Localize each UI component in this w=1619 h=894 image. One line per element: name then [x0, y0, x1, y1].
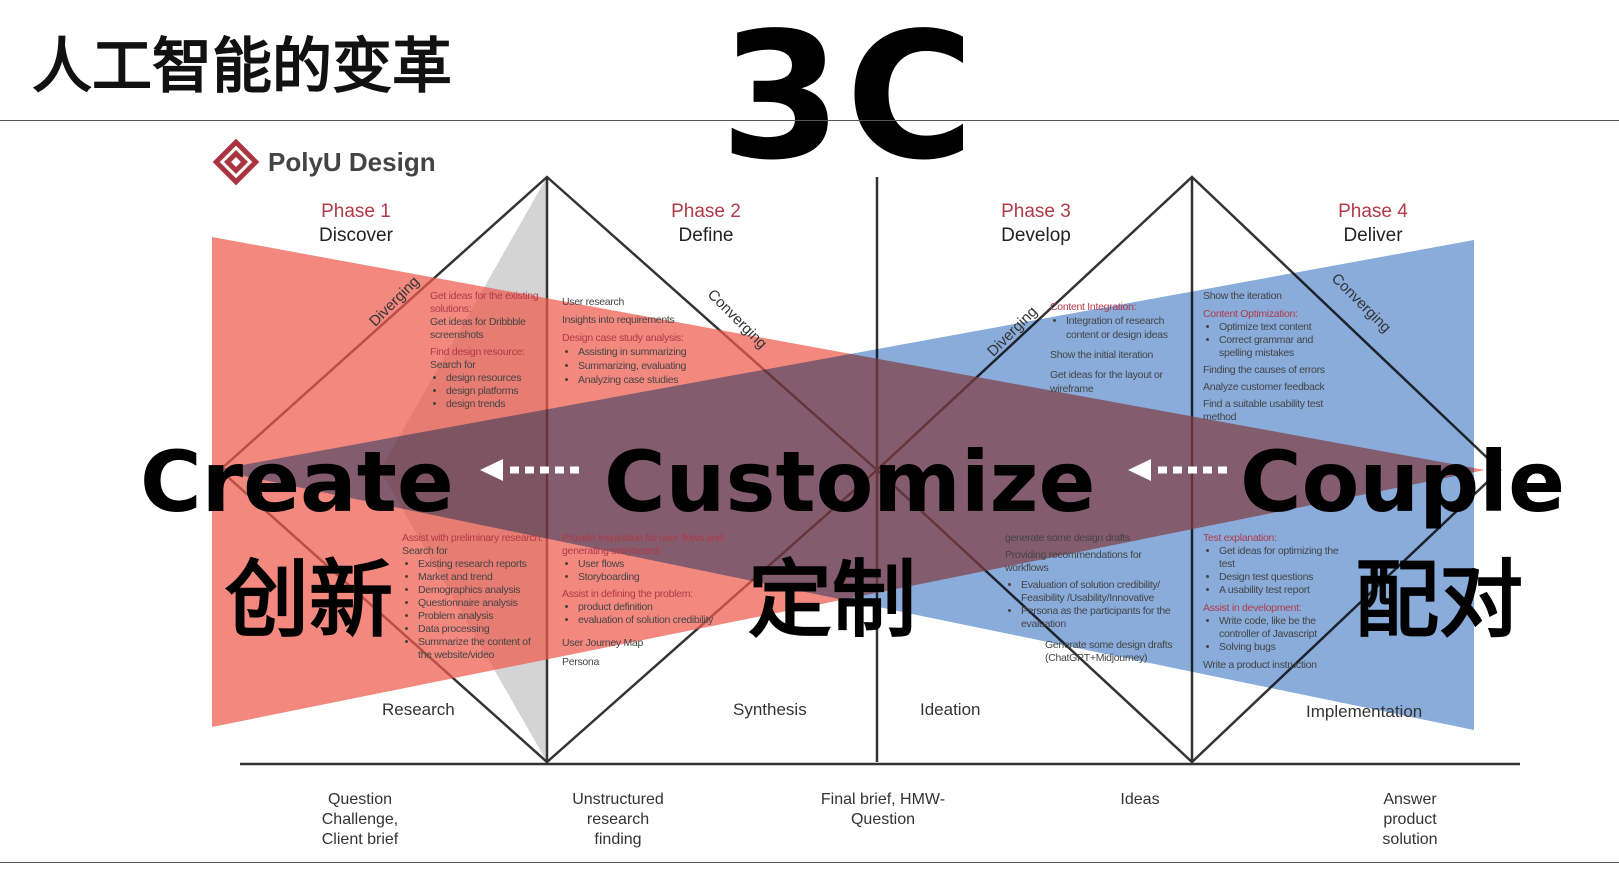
- note-item: Summarize the content of the website/vid…: [418, 636, 543, 662]
- headline-3c: 3C: [720, 0, 979, 199]
- phase-num: Phase 1: [321, 201, 391, 222]
- top-divider: [0, 120, 1619, 121]
- note-item: Get ideas for optimizing the test: [1219, 545, 1351, 571]
- note-item: design platforms: [446, 385, 542, 398]
- note-item: Assisting in summarizing: [578, 345, 707, 359]
- note-heading: Test explanation:: [1203, 532, 1277, 544]
- note-item: Persona as the participants for the eval…: [1021, 605, 1185, 631]
- note-item: Analyzing case studies: [578, 373, 707, 387]
- note-heading: Assist in development:: [1203, 602, 1302, 614]
- note: Search for: [402, 545, 448, 557]
- note-item: design trends: [446, 398, 542, 411]
- output-3: Final brief, HMW-Question: [820, 791, 946, 828]
- stage-research: Research: [382, 700, 455, 719]
- arrow-couple-to-customize: [1128, 459, 1230, 481]
- note-item: Existing research reports: [418, 558, 543, 571]
- phase-2: Phase 2 Define: [646, 200, 766, 248]
- note-item: User flows: [578, 558, 732, 571]
- note-item: Market and trend: [418, 571, 543, 584]
- word-customize: Customize: [604, 433, 1096, 531]
- word-couple: Couple: [1240, 433, 1566, 531]
- note: Search for: [430, 359, 476, 371]
- word-create-cn: 创新: [225, 551, 394, 649]
- output-2: Unstructured research finding: [572, 791, 664, 848]
- phase-4: Phase 4 Deliver: [1313, 200, 1433, 248]
- note-item: evaluation of solution credibility: [578, 614, 732, 627]
- phase-name: Discover: [319, 225, 393, 246]
- phase-num: Phase 2: [671, 201, 741, 222]
- note-item: Data processing: [418, 623, 543, 636]
- note-item: Storyboarding: [578, 571, 732, 584]
- note-item: Integration of research content or desig…: [1066, 314, 1185, 342]
- note-item: Problem analysis: [418, 610, 543, 623]
- note-item: Summarizing, evaluating: [578, 359, 707, 373]
- col1-notes-b: Assist with preliminary research: Search…: [402, 532, 543, 662]
- note-heading: Find design resource:: [430, 346, 525, 358]
- phase-3: Phase 3 Develop: [976, 200, 1096, 248]
- word-create: Create: [140, 433, 454, 531]
- note: Write a product instruction: [1203, 659, 1317, 671]
- note: Get ideas for the layout or wireframe: [1050, 369, 1163, 395]
- note-item: Write code, like be the controller of Ja…: [1219, 615, 1351, 641]
- note-item: A usability test report: [1219, 584, 1351, 597]
- note-item: Correct grammar and spelling mistakes: [1219, 334, 1333, 360]
- phase-num: Phase 3: [1001, 201, 1071, 222]
- note: Providing recommendations for workflows: [1005, 549, 1142, 574]
- stage-implementation: Implementation: [1306, 702, 1423, 721]
- note-heading: Assist with preliminary research:: [402, 532, 543, 544]
- word-couple-cn: 配对: [1355, 551, 1524, 649]
- blue-triangle: [215, 240, 1474, 730]
- note-heading: Assist in defining the problem:: [562, 588, 693, 600]
- slide-title: 人工智能的变革: [32, 32, 452, 102]
- col2-notes: User research Insights into requirements…: [562, 295, 707, 387]
- phase-num: Phase 4: [1338, 201, 1408, 222]
- note-item: Solving bugs: [1219, 641, 1351, 654]
- note-item: Optimize text content: [1219, 321, 1333, 334]
- note: Get ideas for Dribbble screenshots: [430, 316, 526, 341]
- col3-notes: Content Integration: Integration of rese…: [1050, 300, 1185, 396]
- note: Persona: [562, 656, 600, 668]
- note: Insights into requirements: [562, 314, 675, 326]
- col1-notes: Get ideas for the existing solutions: Ge…: [430, 290, 542, 411]
- note: generate some design drafts: [1005, 532, 1130, 544]
- col4-notes: Show the iteration Content Optimization:…: [1203, 290, 1333, 424]
- col2-notes-b: Provide inspiration for user flows and g…: [562, 532, 732, 669]
- note-item: product definition: [578, 601, 732, 614]
- note-item: Evaluation of solution credibility/ Feas…: [1021, 579, 1185, 605]
- col3-notes-b: generate some design drafts Providing re…: [1005, 532, 1185, 665]
- note: Generate some design drafts (ChatGPT+Mid…: [1045, 639, 1173, 664]
- note: Analyze customer feedback: [1203, 381, 1325, 393]
- note-item: Design test questions: [1219, 571, 1351, 584]
- note-heading: Content Optimization:: [1203, 308, 1298, 320]
- stage-ideation: Ideation: [920, 700, 981, 719]
- phase-name: Deliver: [1343, 225, 1403, 246]
- col4-notes-b: Test explanation: Get ideas for optimizi…: [1203, 532, 1351, 672]
- note: Finding the causes of errors: [1203, 364, 1325, 376]
- arrow-customize-to-create: [480, 459, 582, 481]
- note-heading: Content Integration:: [1050, 301, 1137, 313]
- phase-name: Develop: [1001, 225, 1071, 246]
- note: Show the iteration: [1203, 290, 1282, 302]
- output-5: Answer product solution: [1382, 791, 1438, 848]
- polyu-logo-icon: [212, 138, 260, 186]
- note-heading: Provide inspiration for user flows and g…: [562, 532, 723, 557]
- note: Show the initial iteration: [1050, 349, 1154, 361]
- phase-1: Phase 1 Discover: [296, 200, 416, 248]
- note-heading: Get ideas for the existing solutions:: [430, 290, 539, 315]
- output-4: Ideas: [1120, 791, 1160, 808]
- note: User Journey Map: [562, 637, 643, 649]
- note: User research: [562, 296, 625, 308]
- word-customize-cn: 定制: [748, 551, 917, 649]
- polyu-logo: PolyU Design: [212, 138, 436, 186]
- stage-synthesis: Synthesis: [733, 700, 807, 719]
- note-item: design resources: [446, 372, 542, 385]
- phase-name: Define: [678, 225, 734, 246]
- note-item: Questionnaire analysis: [418, 597, 543, 610]
- note-heading: Design case study analysis:: [562, 332, 684, 344]
- note: Find a suitable usability test method: [1203, 398, 1323, 423]
- note-item: Demographics analysis: [418, 584, 543, 597]
- output-1: Question Challenge, Client brief: [321, 791, 399, 848]
- logo-text: PolyU Design: [268, 146, 436, 177]
- bottom-divider: [0, 862, 1619, 863]
